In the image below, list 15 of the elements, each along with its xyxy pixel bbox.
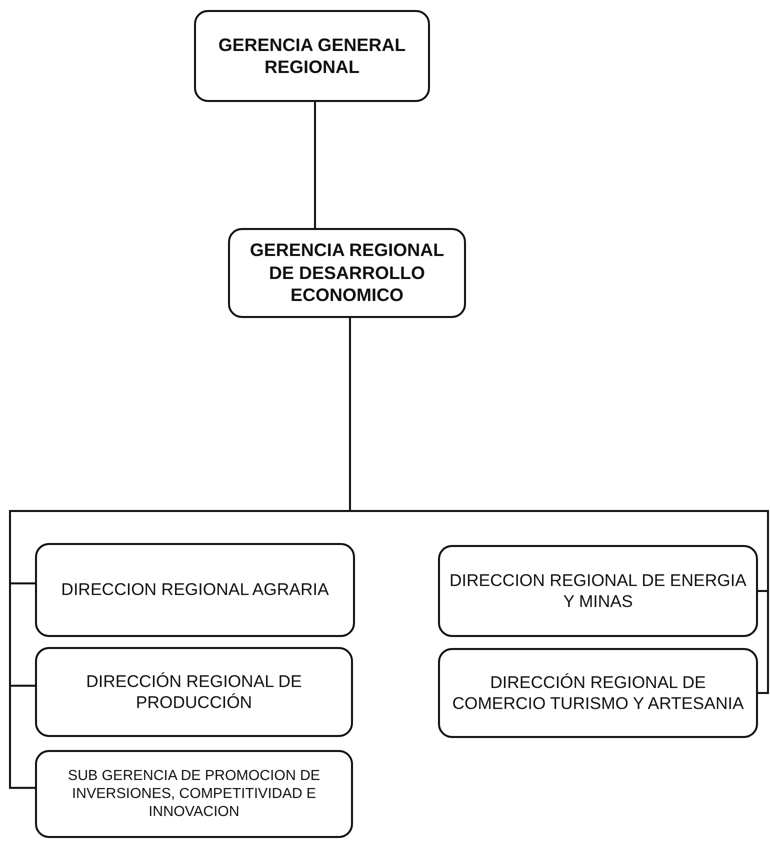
org-box	[438, 648, 758, 738]
unit-name: DIRECCIÓN REGIONAL DE COMERCIO TURISMO Y ARTESANIA	[451, 672, 745, 714]
org-box	[438, 545, 758, 637]
unit-name: DIRECCION REGIONAL AGRARIA	[61, 579, 329, 601]
unit-name: SUB GERENCIA DE PROMOCION DE INVERSIONES, COMPETITIVIDAD E INNOVACION	[66, 766, 322, 822]
unit-name: GERENCIA REGIONAL DE DESARROLLO ECONOMICO	[248, 239, 446, 307]
org-box	[35, 647, 353, 737]
connector-line	[314, 102, 316, 228]
unit-name: GERENCIA GENERAL REGIONAL	[217, 34, 407, 78]
org-box	[35, 543, 355, 637]
org-box	[194, 10, 430, 102]
org-box	[35, 750, 353, 838]
unit-name: DIRECCIÓN REGIONAL DE PRODUCCIÓN	[85, 670, 303, 714]
unit-name: DIRECCION REGIONAL DE ENERGIA Y MINAS	[448, 570, 748, 612]
org-box	[228, 228, 466, 318]
